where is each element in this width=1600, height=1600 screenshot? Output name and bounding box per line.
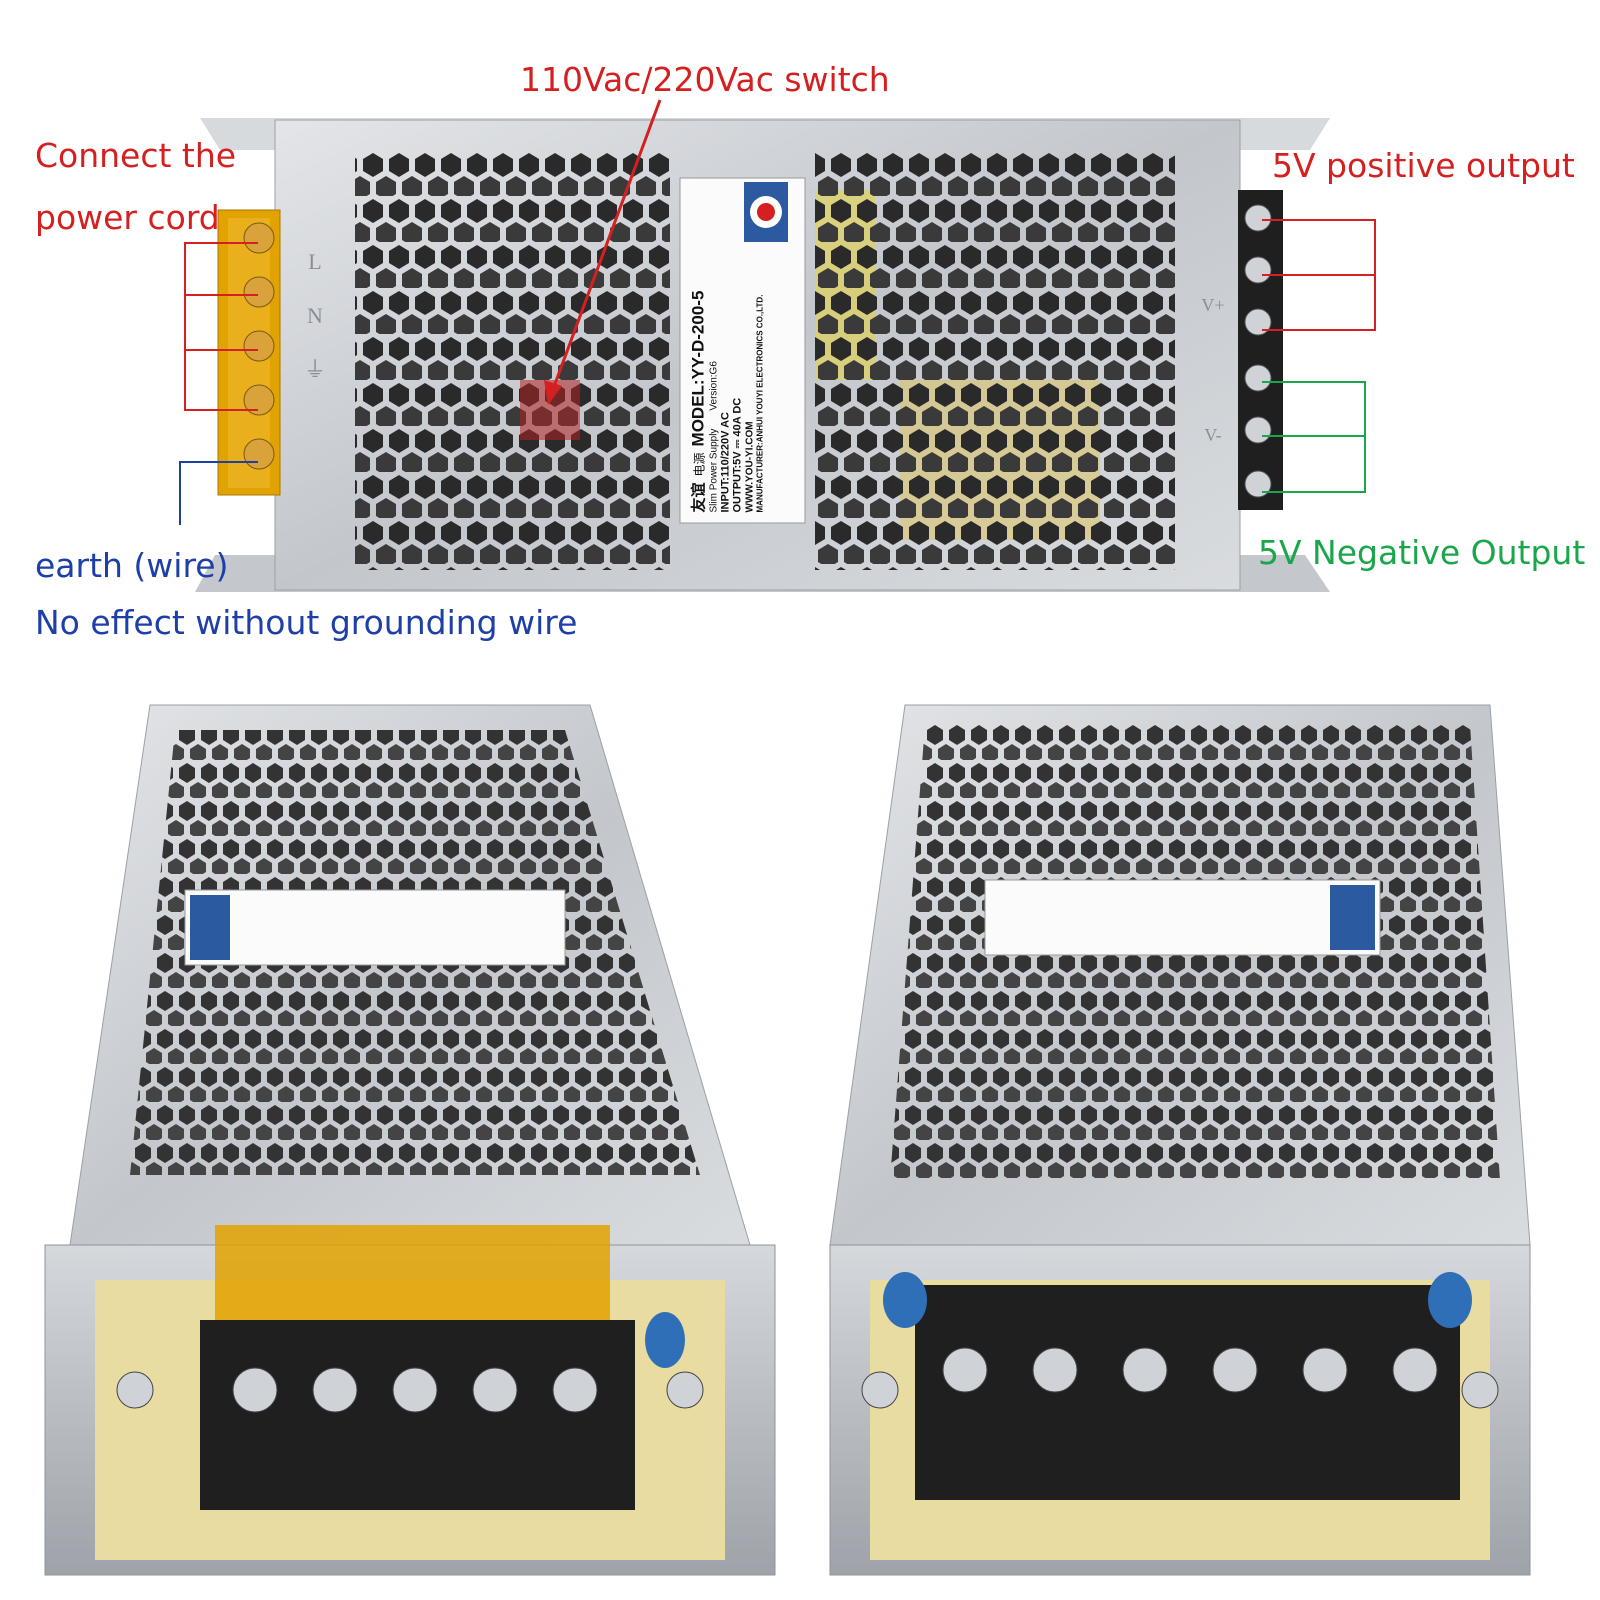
callout-grounding: No effect without grounding wire	[35, 603, 578, 642]
callout-power-cord-line2: power cord	[35, 198, 220, 237]
terminal-label-l: L	[308, 249, 322, 274]
negative-output-pointer-lines	[1262, 381, 1366, 493]
power-cord-pointer-lines	[184, 242, 258, 411]
callout-switch: 110Vac/220Vac switch	[520, 60, 890, 99]
label-input: INPUT:110/220V AC	[719, 412, 732, 513]
output-terminal-labels: V+ V-	[1195, 240, 1231, 500]
terminal-label-n: N	[307, 303, 323, 328]
callout-power-cord-line1: Connect the	[35, 136, 237, 175]
bottom-left-unit	[44, 704, 776, 1576]
terminal-label-earth: ⏚	[303, 357, 326, 382]
label-version: Version:G6	[708, 361, 720, 411]
top-unit	[179, 99, 1376, 592]
earth-pointer-line	[179, 461, 258, 525]
label-website: WWW.YOU-YI.COM	[744, 421, 756, 513]
positive-output-pointer-lines	[1262, 219, 1376, 331]
label-output: OUTPUT:5V ⎓ 40A DC	[731, 397, 744, 513]
input-terminal-labels: L N ⏚	[300, 235, 330, 397]
bottom-right-unit	[829, 704, 1531, 1576]
callout-negative-output: 5V Negative Output	[1258, 533, 1586, 572]
label-brand-cn-2: 电源	[692, 452, 707, 477]
callout-positive-output: 5V positive output	[1272, 146, 1575, 185]
terminal-label-vplus: V+	[1201, 295, 1225, 315]
label-manufacturer: MANUFACTURER:ANHUI YOUYI ELECTRONICS CO.…	[755, 294, 765, 513]
switch-pointer-arrow	[544, 99, 662, 405]
terminal-label-vminus: V-	[1204, 425, 1222, 445]
input-terminal-block	[217, 209, 281, 496]
output-terminal-block	[1238, 190, 1283, 510]
label-subtitle: Slim Power Supply	[708, 428, 720, 513]
callout-earth: earth (wire)	[35, 546, 229, 585]
product-label-text: 友谊 电源 MODEL:YY-D-200-5 Slim Power Supply…	[688, 198, 798, 513]
product-label	[679, 177, 806, 524]
label-model: MODEL:YY-D-200-5	[688, 290, 708, 447]
label-brand-cn-1: 友谊	[690, 482, 708, 513]
